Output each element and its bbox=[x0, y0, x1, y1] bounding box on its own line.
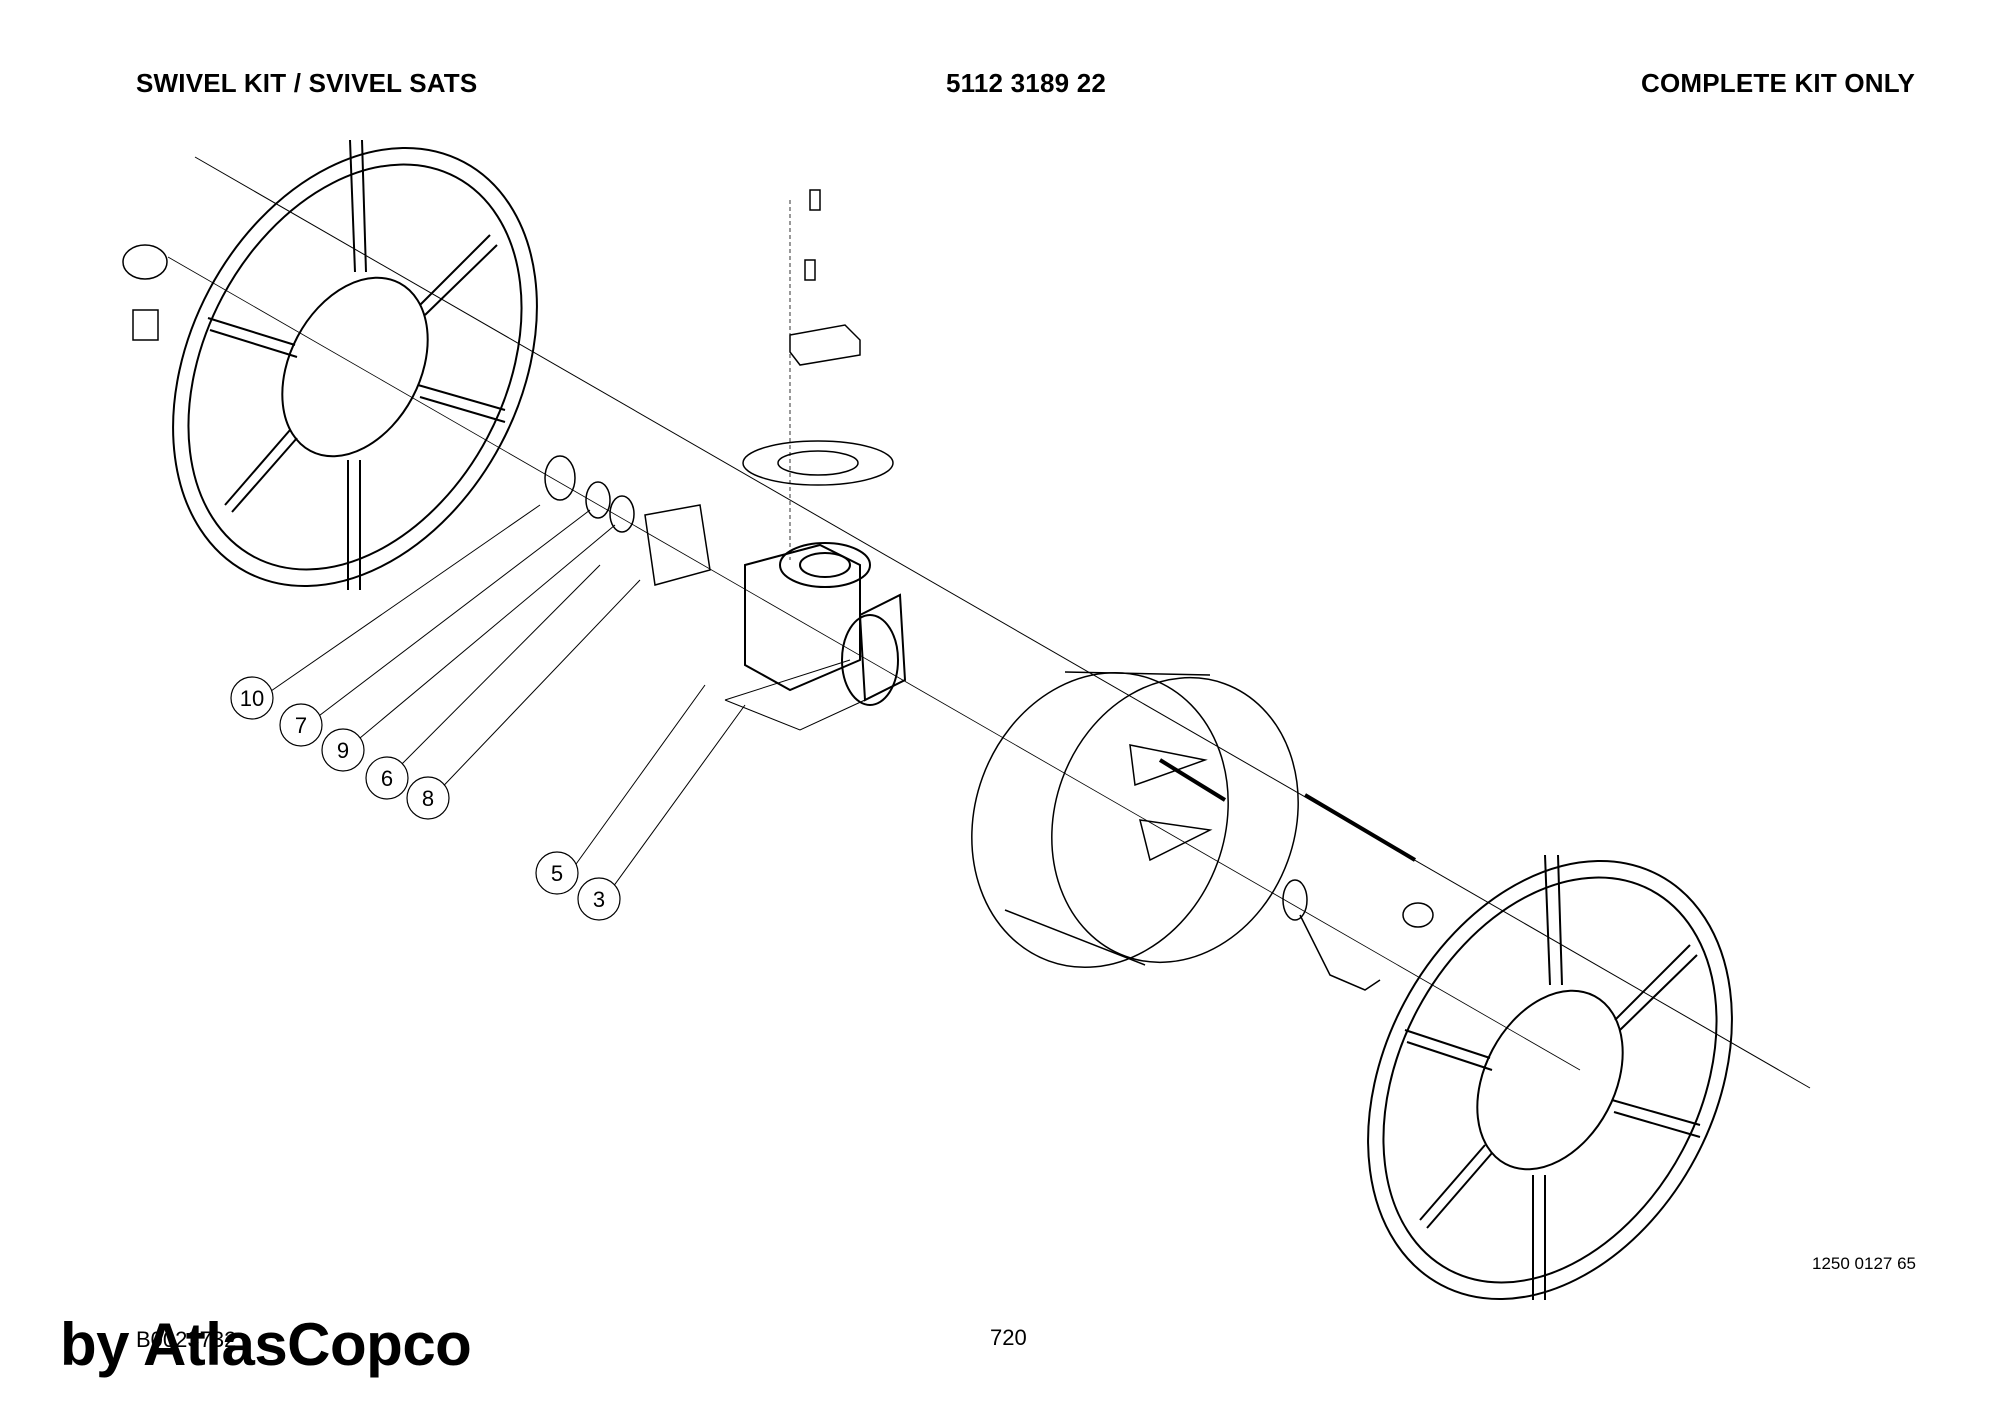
callout-6 bbox=[365, 756, 409, 800]
reel-drum bbox=[971, 671, 1299, 969]
callout-label-6: 6 bbox=[381, 766, 393, 791]
callout-label-5: 5 bbox=[551, 861, 563, 886]
callout-label-9: 9 bbox=[337, 738, 349, 763]
callout-label-7: 7 bbox=[295, 713, 307, 738]
callout-label-3: 3 bbox=[593, 887, 605, 912]
callout-3 bbox=[577, 877, 621, 921]
callout-8 bbox=[406, 776, 450, 820]
document-number: B0023732 bbox=[136, 1327, 237, 1352]
callout-10 bbox=[230, 676, 274, 720]
callout-9 bbox=[321, 728, 365, 772]
kit-title: SWIVEL KIT / SVIVEL SATS bbox=[136, 68, 478, 98]
kit-note: COMPLETE KIT ONLY bbox=[1640, 68, 1915, 98]
outlet-elbow bbox=[1282, 793, 1434, 991]
callout-label-10: 10 bbox=[240, 686, 264, 711]
callout-label-8: 8 bbox=[422, 786, 434, 811]
leader-lines bbox=[257, 504, 746, 899]
mounting-plate-top bbox=[742, 189, 894, 486]
callout-7 bbox=[279, 703, 323, 747]
left-reel-wheel bbox=[172, 139, 538, 590]
callout-5 bbox=[535, 851, 579, 895]
axis-line-2 bbox=[167, 256, 1581, 1071]
callout-circles bbox=[230, 676, 621, 921]
gearbox bbox=[724, 542, 907, 731]
flange-and-rings bbox=[122, 244, 711, 586]
axis-line bbox=[194, 156, 1811, 1089]
part-number: 5112 3189 22 bbox=[946, 68, 1107, 98]
page-number: 720 bbox=[990, 1325, 1027, 1350]
right-reel-wheel bbox=[1367, 854, 1733, 1301]
drawing-number: 1250 0127 65 bbox=[1812, 1254, 1916, 1273]
brand-watermark: by AtlasCopco bbox=[60, 1311, 472, 1378]
